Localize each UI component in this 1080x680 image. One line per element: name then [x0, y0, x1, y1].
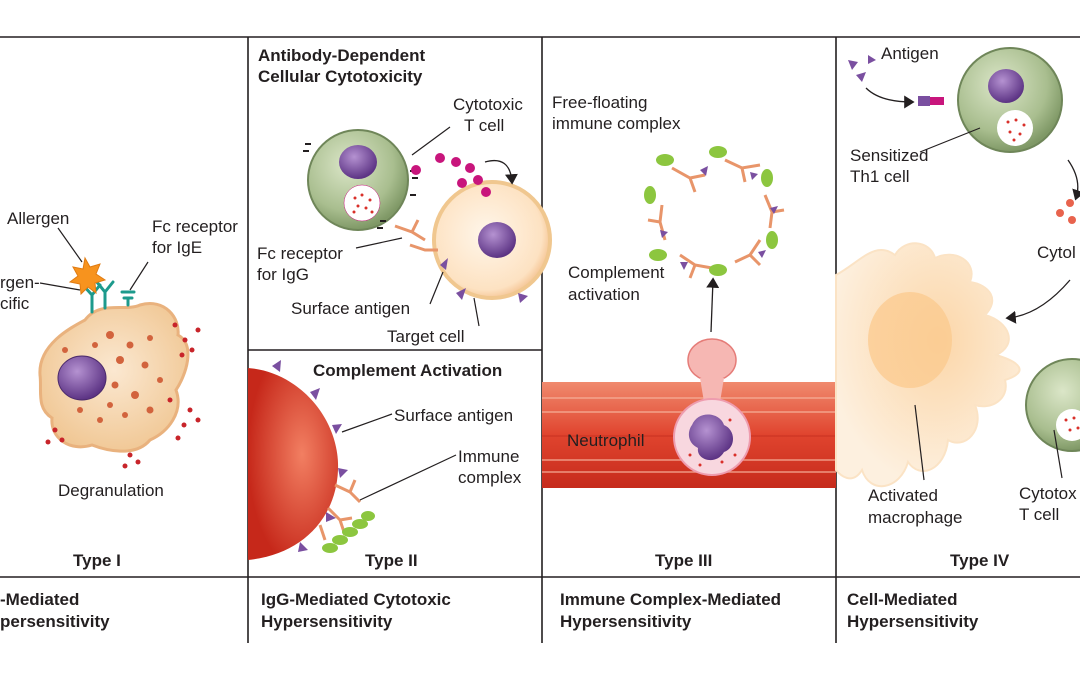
- adcc-cytotoxic-label-1: Cytotoxic: [453, 95, 523, 114]
- type-iv-label: Type IV: [950, 551, 1010, 570]
- th1-cell: [918, 47, 1063, 153]
- type-iii-label: Type III: [655, 551, 713, 570]
- sensitized-th1-label-1: Sensitized: [850, 146, 929, 165]
- complement-surface-antigen-label: Surface antigen: [394, 406, 514, 425]
- adcc-target-cell: [432, 180, 552, 303]
- adcc-cytotoxic-label-2: T cell: [464, 116, 505, 135]
- complement-activation-label-2: activation: [568, 285, 640, 304]
- adcc-heading-2: Cellular Cytotoxicity: [258, 67, 423, 86]
- neutrophil-cell: [673, 338, 751, 476]
- cytotoxic-tcell-partial: [1025, 358, 1080, 452]
- immune-complex-label-1: Immune: [458, 447, 520, 466]
- allergen-specific-label-1: rgen-: [0, 273, 40, 292]
- adcc-tcell: [303, 129, 418, 231]
- type-i-label: Type I: [73, 551, 121, 570]
- type-ii-title-2: Hypersensitivity: [261, 612, 393, 631]
- allergen-icon: [68, 256, 107, 296]
- neutrophil-label: Neutrophil: [567, 431, 645, 450]
- type-iii-title-2: Hypersensitivity: [560, 612, 692, 631]
- immune-complex-label-2: complex: [458, 468, 522, 487]
- type-iv-title-1: Cell-Mediated: [847, 590, 958, 609]
- free-floating-label-1: Free-floating: [552, 93, 648, 112]
- mast-cell: [38, 256, 201, 469]
- allergen-specific-label-2: cific: [0, 294, 30, 313]
- free-floating-label-2: immune complex: [552, 114, 681, 133]
- adcc-heading-1: Antibody-Dependent: [258, 46, 426, 65]
- type-ii-title-1: IgG-Mediated Cytotoxic: [261, 590, 451, 609]
- cytokine-dots: [411, 153, 491, 197]
- allergen-label: Allergen: [7, 209, 70, 228]
- degranulation-label: Degranulation: [58, 481, 164, 500]
- complement-heading: Complement Activation: [313, 361, 503, 380]
- fc-receptor-ige-label-1: Fc receptor: [152, 217, 238, 236]
- type-i-title-2: persensitivity: [0, 612, 110, 631]
- type-iii-title-1: Immune Complex-Mediated: [560, 590, 782, 609]
- immune-complex-ring: [644, 146, 785, 279]
- type-i-title-1: -Mediated: [0, 590, 80, 609]
- complement-rbc: [248, 360, 375, 560]
- activated-macrophage-label-1: Activated: [868, 486, 938, 505]
- cytokines-label: Cytol: [1037, 243, 1076, 262]
- complement-activation-label-1: Complement: [568, 263, 665, 282]
- adcc-surface-antigen-label: Surface antigen: [291, 299, 411, 318]
- target-cell-label: Target cell: [387, 327, 465, 346]
- cytotoxic-tcell-label-2: T cell: [1019, 505, 1060, 524]
- type-ii-label: Type II: [365, 551, 418, 570]
- activated-macrophage-label-2: macrophage: [868, 508, 963, 527]
- fc-receptor-igg-label-2: for IgG: [257, 265, 309, 284]
- fc-receptor-ige-label-2: for IgE: [152, 238, 203, 257]
- antigen-icon: [848, 55, 876, 82]
- activated-macrophage: [835, 242, 1021, 488]
- sensitized-th1-label-2: Th1 cell: [850, 167, 910, 186]
- type-iv-title-2: Hypersensitivity: [847, 612, 979, 631]
- antigen-label: Antigen: [881, 44, 939, 63]
- fc-receptor-igg-label-1: Fc receptor: [257, 244, 343, 263]
- cytotoxic-tcell-label-1: Cytotox: [1019, 484, 1077, 503]
